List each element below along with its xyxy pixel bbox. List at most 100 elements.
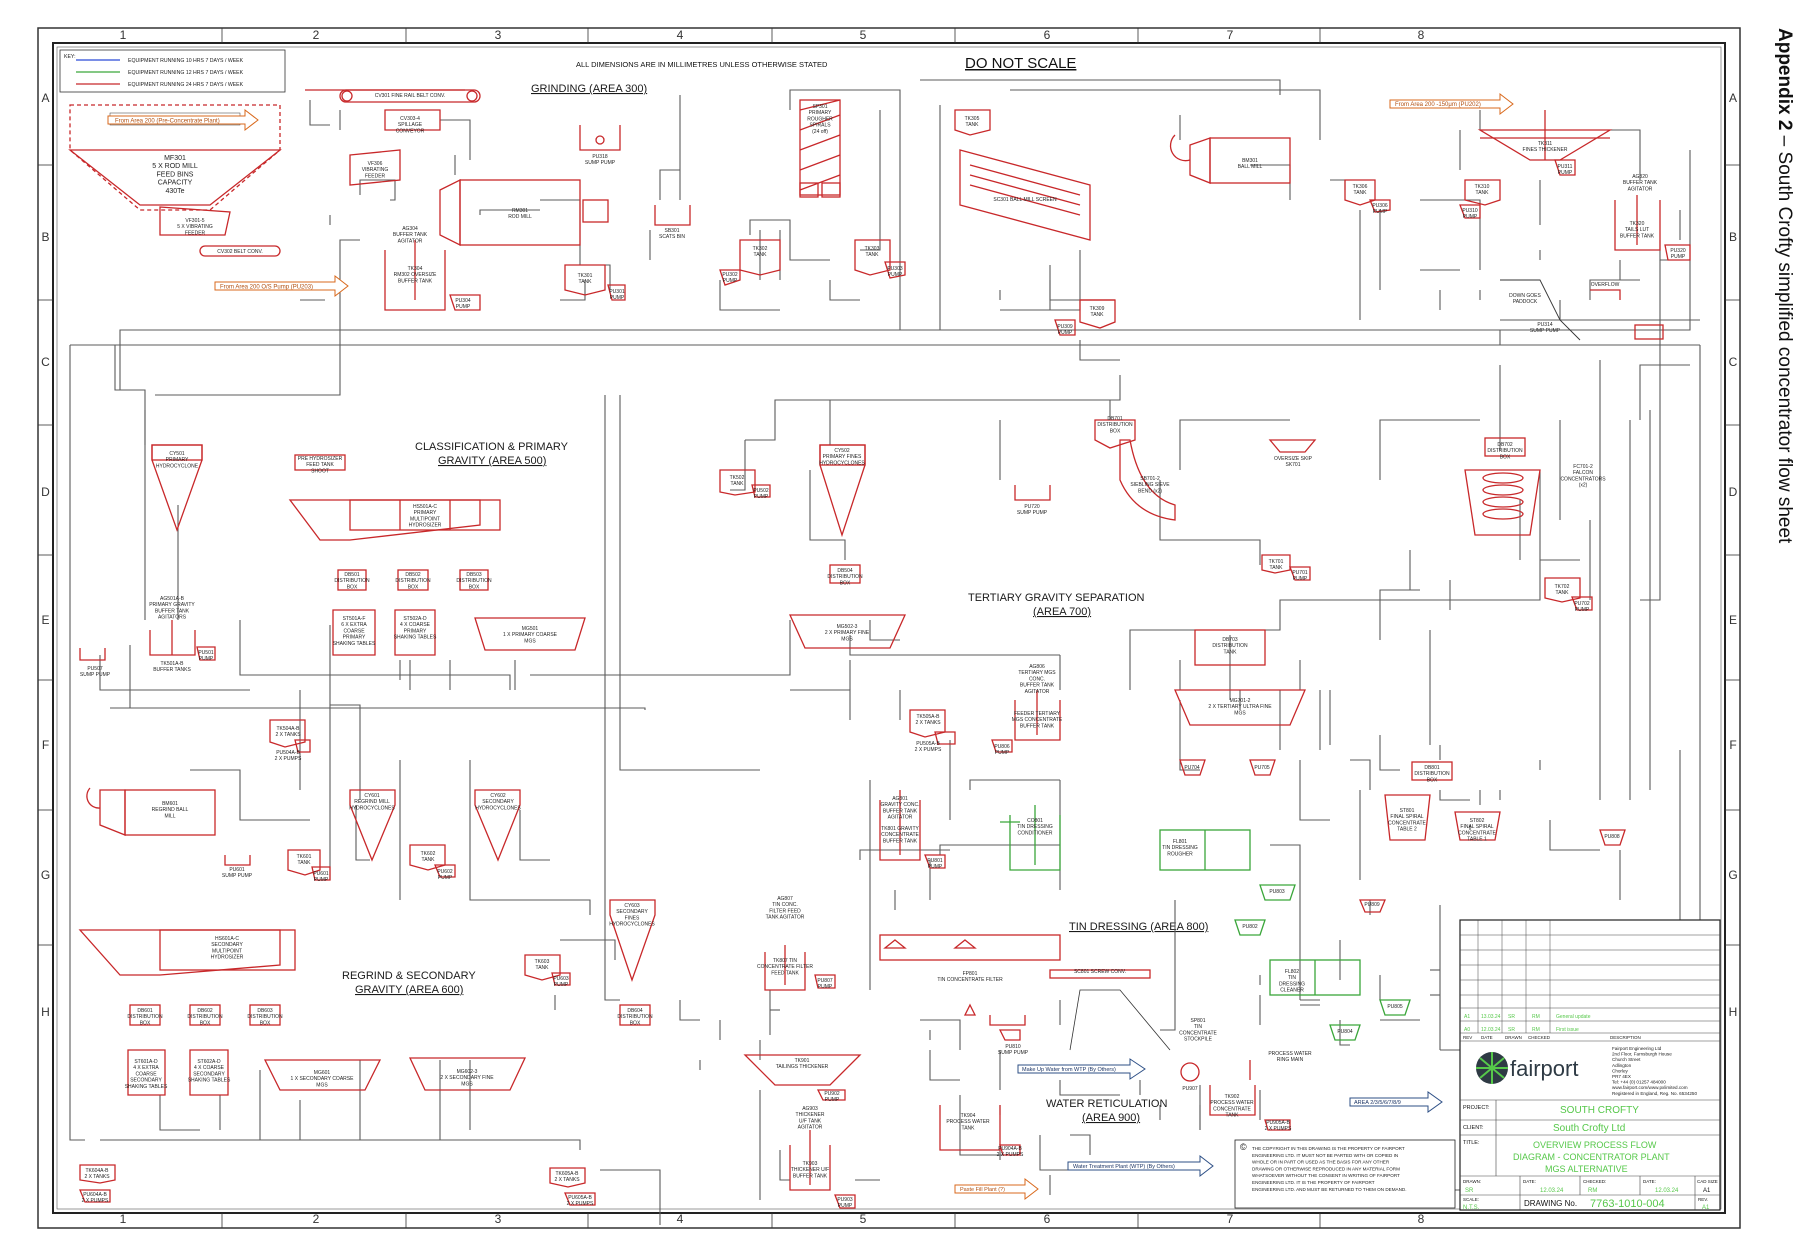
copyright-line: THE COPYRIGHT IN THIS DRAWING IS THE PRO… [1252, 1146, 1405, 1151]
label-pu704: PU704 [1184, 765, 1200, 771]
label-st501: COARSE [343, 628, 365, 634]
label-pu302: PU302 [722, 272, 738, 278]
label-paddock: DOWN GOES [1509, 293, 1541, 299]
label-pu903: PUMP [838, 1203, 853, 1209]
svg-text:DATE: DATE [1481, 1035, 1493, 1040]
area-900-title-1: WATER RETICULATION [1046, 1098, 1167, 1110]
label-spirals: (24 off) [812, 129, 828, 135]
label-sump-720: SUMP PUMP [1017, 510, 1048, 516]
label-db801: DB801 [1424, 765, 1440, 771]
label-pu806: PUMP [995, 750, 1010, 756]
label-cy603: SECONDARY [616, 909, 648, 915]
copyright-line: ENGINEERING LTD. AND MUST BE RETURNED TO… [1252, 1187, 1407, 1192]
label-sump-pump-318: SUMP PUMP [585, 160, 616, 166]
label-pu306: PU306 [1372, 203, 1388, 209]
label-st502: SHAKING TABLES [394, 635, 437, 641]
label-ag903: AG903 [802, 1106, 818, 1112]
label-db702: BOX [1500, 454, 1511, 460]
label-pu301: PU301 [609, 289, 625, 295]
label-db501: DISTRIBUTION [334, 578, 370, 584]
legend-item-blue: EQUIPMENT RUNNING 10 HRS 7 DAYS / WEEK [128, 58, 244, 64]
label-hs601: MULTIPOINT [212, 948, 242, 954]
title-line-3: MGS ALTERNATIVE [1545, 1164, 1628, 1174]
label-sump-601: SUMP PUMP [222, 873, 253, 879]
svg-text:From Area 200 O/S Pump (PU203): From Area 200 O/S Pump (PU203) [220, 285, 313, 291]
area-800-title: TIN DRESSING (AREA 800) [1069, 921, 1208, 933]
grid-row-left: C [41, 355, 50, 369]
label-db502: DISTRIBUTION [395, 578, 431, 584]
label-cy603: CY603 [624, 903, 640, 909]
fairport-logo: fairport [1476, 1052, 1578, 1084]
label-tk602: TK602 [421, 851, 436, 857]
label-ag801: AG801 [892, 796, 908, 802]
label-ag806: AGITATOR [1025, 689, 1050, 695]
grid-col-top: 7 [1227, 28, 1234, 42]
label-tk603: TANK [536, 965, 550, 971]
svg-text:12.03.24: 12.03.24 [1655, 1188, 1679, 1194]
label-db702: DISTRIBUTION [1487, 448, 1523, 454]
legend-item-red: EQUIPMENT RUNNING 24 HRS 7 DAYS / WEEK [128, 82, 244, 88]
label-tk501: BUFFER TANKS [153, 667, 191, 673]
label-ag807: TIN CONC. [772, 902, 798, 908]
company-address-line: Tel: +44 (0) 01257 484000 [1612, 1080, 1666, 1085]
label-db603: DB603 [257, 1008, 273, 1014]
svg-text:Paste Fill Plant (?): Paste Fill Plant (?) [960, 1187, 1005, 1193]
rev-a0: A0 [1464, 1027, 1470, 1033]
label-mg502: MGS [841, 636, 853, 642]
copyright-line: DRAWING OR OTHERWISE REPRODUCED IN ANY M… [1252, 1166, 1400, 1171]
label-st802: ST802 [1470, 818, 1485, 824]
legend: KEY: EQUIPMENT RUNNING 10 HRS 7 DAYS / W… [59, 49, 286, 93]
label-db503: DISTRIBUTION [456, 578, 492, 584]
grid-col-bottom: 2 [313, 1212, 320, 1226]
label-ring-main: RING MAIN [1277, 1057, 1304, 1063]
area-600-title-2: GRAVITY (AREA 600) [355, 984, 463, 996]
label-falcon: FALCON [1573, 470, 1593, 476]
label-sump-507: PU507 [87, 666, 103, 672]
label-bm601: REGRIND BALL [152, 807, 189, 813]
copyright-line: ENGINEERING LTD. IT MUST NOT BE PARTED W… [1252, 1153, 1398, 1158]
label-mg701: 2 X TERTIARY ULTRA FINE [1208, 704, 1272, 710]
label-tk904: TK904 [961, 1113, 976, 1119]
label-spirals: PRIMARY [809, 110, 832, 116]
label-ag807: FILTER FEED [769, 908, 801, 914]
label-sieve: SIEBLING SIEVE [1130, 482, 1170, 488]
label-cy602: CY602 [490, 793, 506, 799]
label-pu320: PUMP [1671, 254, 1686, 260]
label-fines-thickener: FINES THICKENER [1523, 147, 1568, 153]
label-db604: DISTRIBUTION [617, 1014, 653, 1020]
label-st802: FINAL SPIRAL [1460, 824, 1493, 830]
grid-row-left: A [41, 91, 49, 105]
label-cy502: HYDROCYCLONES [819, 460, 865, 466]
label-pu501: PUMP [199, 656, 214, 662]
label-mg602: MG602-3 [457, 1069, 478, 1075]
label-feed-tank-501: FEED TANK [306, 462, 334, 468]
svg-text:REV.: REV. [1698, 1197, 1708, 1202]
label-tk303: TANK [866, 252, 880, 258]
grid-row-left: B [41, 230, 49, 244]
grid-row-right: B [1729, 230, 1737, 244]
svg-text:CHECKED:: CHECKED: [1583, 1179, 1606, 1184]
label-ag806: CONC. [1029, 676, 1045, 682]
label-pu702: PU702 [1574, 601, 1590, 607]
grid-row-left: E [41, 613, 49, 627]
label-tk801: TK801 GRAVITY [881, 826, 919, 832]
label-tk604: 2 X TANKS [84, 1174, 110, 1180]
label-cy602: SECONDARY [482, 799, 514, 805]
label-tk306: TANK [1354, 190, 1368, 196]
label-pu604: 2 X PUMPS [82, 1198, 109, 1204]
label-pu902: PUMP [825, 1097, 840, 1103]
label-db504: DB504 [837, 568, 853, 574]
label-sump-pump-318: PU318 [592, 154, 608, 160]
label-mg701: MGS [1234, 710, 1246, 716]
label-tk302: TK302 [753, 246, 768, 252]
label-buffer-agitator: AG304 [402, 226, 418, 232]
label-db504: BOX [840, 580, 851, 586]
label-cy601: REGRIND MILL [354, 799, 390, 805]
label-mg502: 2 X PRIMARY FINE [825, 630, 870, 636]
project-name: SOUTH CROFTY [1560, 1105, 1639, 1116]
label-tk902: TK902 [1225, 1094, 1240, 1100]
label-stockpile: SP801 [1190, 1018, 1205, 1024]
label-pu311: PU311 [1558, 164, 1573, 170]
grid-col-bottom: 8 [1418, 1212, 1425, 1226]
label-ball-mill-screen: SC301 BALL MILL SCREEN [993, 197, 1057, 203]
